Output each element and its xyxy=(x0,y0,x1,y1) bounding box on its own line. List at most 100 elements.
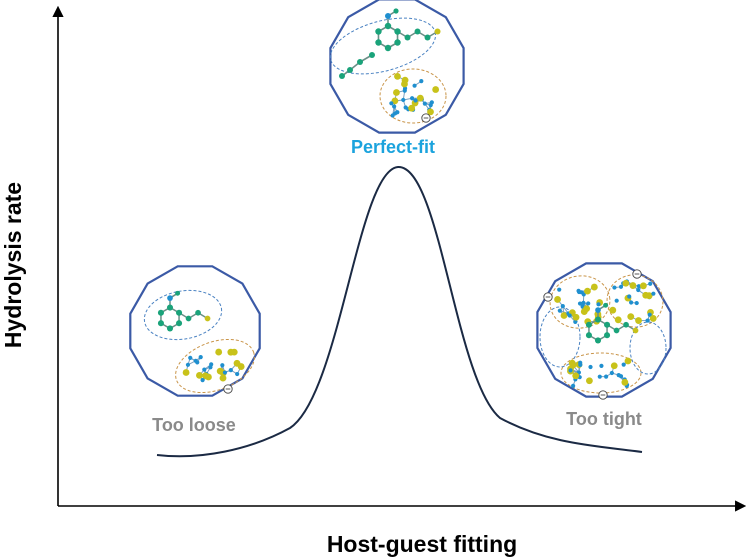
oxygen-atom xyxy=(428,103,433,108)
sulfur-atom xyxy=(645,292,653,300)
chain-atom xyxy=(404,34,411,41)
sulfur-atom xyxy=(219,374,227,382)
oxygen-atom xyxy=(604,374,609,379)
carbon-atom xyxy=(394,39,401,46)
carbon-atom xyxy=(603,302,609,308)
dodecagon-cage-icon xyxy=(329,0,465,134)
sulfur-atom xyxy=(427,108,434,116)
oxygen-atom xyxy=(222,370,228,375)
hydrolysis-curve xyxy=(156,165,643,458)
oxygen-atom xyxy=(235,371,240,377)
carbon-atom xyxy=(375,39,382,46)
sulfur-atom xyxy=(622,279,630,287)
carbon-atom xyxy=(585,332,592,339)
sulfur-atom xyxy=(233,359,241,367)
sulfur-atom xyxy=(569,361,577,369)
oxygen-atom xyxy=(634,300,639,306)
sulfur-atom xyxy=(629,282,637,289)
oxygen-atom xyxy=(412,83,417,88)
oxygen-atom xyxy=(228,368,233,373)
sulfur-atom xyxy=(182,369,190,376)
carbon-atom xyxy=(384,22,392,30)
chain-atom xyxy=(623,321,629,328)
sulfur-atom xyxy=(196,371,203,379)
oxygen-atom xyxy=(573,319,578,325)
sulfur-atom xyxy=(560,312,568,319)
oxygen-atom xyxy=(395,110,400,115)
sulfur-atom xyxy=(584,287,591,295)
chain-atom xyxy=(613,327,620,334)
oxygen-atom xyxy=(167,295,173,301)
sulfur-atom xyxy=(572,372,580,380)
perfect-fit-label: Perfect-fit xyxy=(351,137,435,157)
oxygen-atom xyxy=(419,79,424,84)
oxygen-atom xyxy=(629,300,634,305)
sulfur-atom xyxy=(202,372,209,380)
carbon-atom xyxy=(369,52,375,58)
carbon-atom xyxy=(585,321,592,328)
oxygen-atom xyxy=(616,373,621,378)
chain-atom xyxy=(632,327,639,334)
oxygen-atom xyxy=(645,318,650,323)
sulfur-atom xyxy=(230,348,238,356)
carbon-atom xyxy=(375,28,382,35)
chain-atom xyxy=(195,309,201,316)
oxygen-atom xyxy=(614,298,619,303)
oxygen-atom xyxy=(571,383,576,388)
sulfur-atom xyxy=(627,313,635,321)
sulfur-atom xyxy=(621,378,629,386)
sulfur-atom xyxy=(408,104,416,112)
carbon-atom xyxy=(176,309,183,316)
too-loose-label: Too loose xyxy=(152,415,236,435)
sulfur-atom xyxy=(639,282,647,290)
oxygen-atom xyxy=(220,363,225,368)
pocket-outline xyxy=(379,68,447,124)
pocket-outline xyxy=(629,321,667,375)
oxygen-atom xyxy=(636,287,641,293)
oxygen-atom xyxy=(595,307,601,313)
oxygen-atom xyxy=(185,362,191,367)
sulfur-atom xyxy=(614,316,622,324)
sulfur-atom xyxy=(432,86,440,93)
too-tight-label: Too tight xyxy=(566,409,642,429)
too-loose-cage xyxy=(129,265,261,397)
chain-atom xyxy=(204,315,211,322)
oxygen-atom xyxy=(596,302,601,307)
carbon-atom xyxy=(604,321,611,328)
sulfur-atom xyxy=(624,357,632,365)
carbon-atom xyxy=(594,316,602,323)
oxygen-atom xyxy=(581,292,586,297)
oxygen-atom xyxy=(609,370,614,376)
oxygen-atom xyxy=(627,294,632,299)
carbon-atom xyxy=(347,67,353,73)
carbon-atom xyxy=(393,8,399,14)
carbon-atom xyxy=(176,320,183,327)
oxygen-atom xyxy=(599,363,604,368)
y-axis-label: Hydrolysis rate xyxy=(0,182,26,348)
pocket-outline xyxy=(175,338,255,394)
sulfur-atom xyxy=(215,348,223,356)
carbon-atom xyxy=(157,309,164,316)
oxygen-atom xyxy=(413,98,418,103)
oxygen-atom xyxy=(195,360,200,365)
perfect-fit-cage xyxy=(329,0,465,134)
oxygen-atom xyxy=(385,13,391,19)
oxygen-atom xyxy=(422,101,427,106)
oxygen-atom xyxy=(648,281,653,286)
oxygen-atom xyxy=(578,362,583,367)
oxygen-atom xyxy=(560,304,565,309)
sulfur-atom xyxy=(586,377,593,385)
sulfur-atom xyxy=(572,313,580,321)
oxygen-atom xyxy=(392,104,397,109)
chain-atom xyxy=(414,28,421,35)
oxygen-atom xyxy=(200,378,205,383)
oxygen-atom xyxy=(202,367,207,372)
sulfur-atom xyxy=(635,317,642,324)
pocket-outline xyxy=(606,274,664,328)
oxygen-atom xyxy=(568,368,573,373)
carbon-atom xyxy=(166,304,174,311)
oxygen-atom xyxy=(198,355,203,360)
sulfur-atom xyxy=(610,362,618,370)
oxygen-atom xyxy=(636,284,641,289)
